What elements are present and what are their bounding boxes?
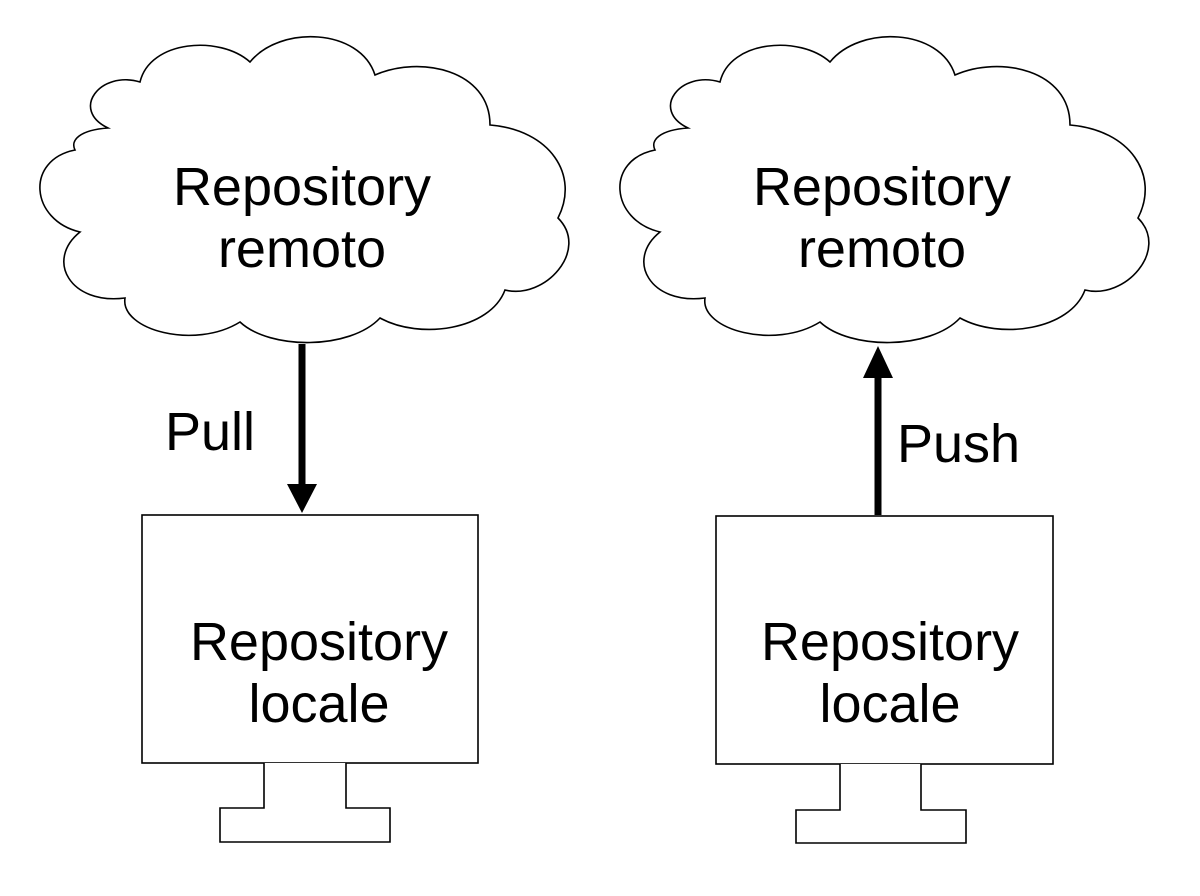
local-repository-label-line1: Repository xyxy=(761,612,1019,672)
remote-repository-cloud xyxy=(619,35,1150,344)
local-repository-monitor xyxy=(141,514,479,764)
pull-panel: Repository remoto Pull Repository locale xyxy=(39,35,570,843)
pull-label: Pull xyxy=(165,402,255,462)
local-repository-label-line2: locale xyxy=(819,674,960,734)
remote-repository-cloud xyxy=(39,35,570,344)
push-arrow-head xyxy=(863,346,893,378)
remote-repository-label-line2: remoto xyxy=(798,219,966,279)
monitor-stand xyxy=(795,764,967,844)
local-repository-label-line1: Repository xyxy=(190,612,448,672)
local-repository-monitor xyxy=(715,515,1054,765)
remote-repository-label-line1: Repository xyxy=(753,157,1011,217)
local-repository-label-line2: locale xyxy=(248,674,389,734)
monitor-stand xyxy=(219,763,391,843)
pull-arrow-head xyxy=(287,484,317,513)
push-label: Push xyxy=(897,414,1020,474)
push-panel: Repository remoto Push Repository locale xyxy=(619,35,1150,844)
remote-repository-label-line2: remoto xyxy=(218,219,386,279)
remote-repository-label-line1: Repository xyxy=(173,157,431,217)
